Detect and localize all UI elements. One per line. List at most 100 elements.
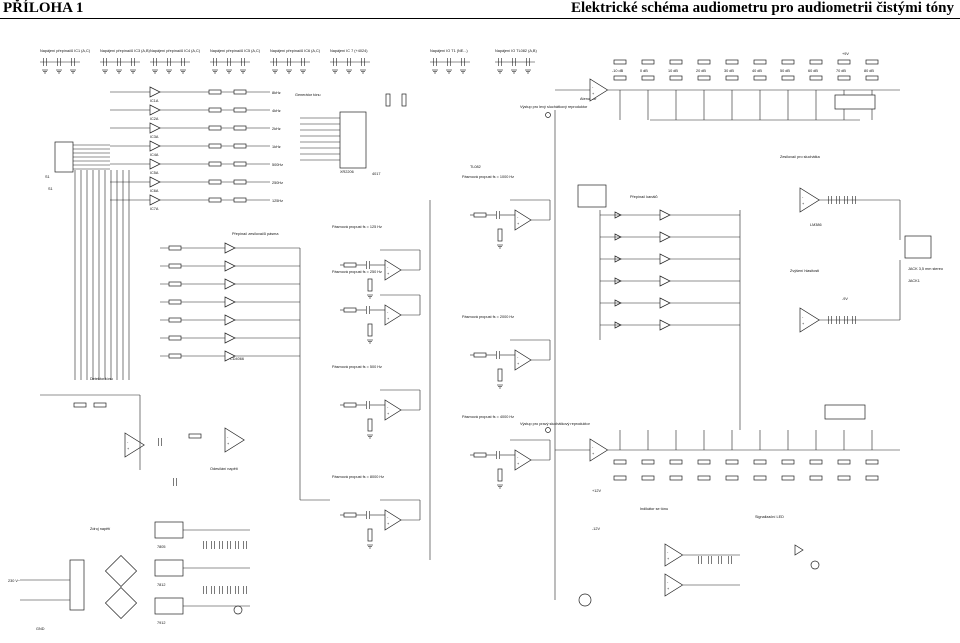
resistor: [168, 299, 182, 305]
misc-label: JACK1: [908, 279, 920, 283]
resistor: [697, 75, 711, 81]
filter-label: Pásmová propust fs = 250 Hz: [332, 270, 382, 274]
resistor: [865, 459, 879, 465]
atten-label: 30 dB: [724, 69, 734, 73]
header-right-title: Elektrické schéma audiometru pro audiome…: [570, 0, 954, 16]
resistor: [697, 59, 711, 65]
header-left-title: PŘÍLOHA 1: [3, 0, 84, 16]
filter-label: Pásmová propust fs = 125 Hz: [332, 225, 382, 229]
opamp-plus: +: [667, 557, 670, 561]
opamp-minus: -: [387, 515, 389, 519]
header-divider: [0, 18, 960, 19]
switch-ref: IC3A: [150, 135, 159, 139]
filter-label: Pásmová propust fs = 1000 Hz: [462, 175, 514, 179]
resistor: [613, 75, 627, 81]
resistor: [669, 59, 683, 65]
opamp-plus: +: [127, 447, 130, 451]
resistor: [343, 402, 357, 408]
resistor: [641, 75, 655, 81]
resistor: [208, 161, 222, 167]
resistor: [753, 475, 767, 481]
opamp-plus: +: [517, 462, 520, 466]
resistor: [73, 402, 87, 408]
opamp-plus: +: [517, 362, 520, 366]
resistor: [781, 475, 795, 481]
freq-label: 500Hz: [272, 163, 283, 167]
analog-switch: [224, 278, 236, 290]
resistor: [865, 475, 879, 481]
resistor: [168, 263, 182, 269]
resistor: [343, 307, 357, 313]
resistor: [233, 107, 247, 113]
supply-label: Napájení přepínačů IC6 (A,C): [270, 49, 321, 53]
analog-switch: [224, 242, 236, 254]
resistor: [753, 59, 767, 65]
resistor: [233, 161, 247, 167]
opamp-plus: +: [227, 442, 230, 446]
chip-label: 7812: [157, 583, 165, 587]
resistor: [168, 335, 182, 341]
resistor: [669, 75, 683, 81]
section-label: Odesílání napětí: [210, 467, 239, 471]
led-indicator: [233, 605, 243, 615]
rotary-switch: [54, 141, 74, 173]
resistor: [168, 353, 182, 359]
resistor: [837, 75, 851, 81]
resistor: [725, 75, 739, 81]
analog-switch: [149, 194, 161, 206]
supply-label: Napájení IC 7 (+4024): [330, 49, 368, 53]
opamp-plus: +: [592, 452, 595, 456]
section-label: Detektor tónu: [90, 377, 113, 381]
misc-label: +9V: [842, 52, 849, 56]
analog-switch: [224, 260, 236, 272]
resistor: [697, 459, 711, 465]
transformer: [69, 559, 85, 611]
attenuator-opamp: [589, 78, 609, 102]
freq-label: 4kHz: [272, 109, 281, 113]
resistor: [613, 459, 627, 465]
analog-switch: [149, 86, 161, 98]
resistor: [781, 59, 795, 65]
resistor: [641, 475, 655, 481]
resistor: [473, 212, 487, 218]
opamp-minus: -: [802, 315, 804, 319]
switch-ref: IC1A: [150, 99, 159, 103]
analog-switch: [659, 275, 671, 287]
filter-opamp: [384, 509, 402, 531]
resistor: [837, 59, 851, 65]
resistor: [809, 475, 823, 481]
resistor: [753, 459, 767, 465]
opamp-minus: -: [517, 455, 519, 459]
analog-switch: [224, 314, 236, 326]
atten-label: 40 dB: [752, 69, 762, 73]
resistor: [473, 452, 487, 458]
bridge-rectifier: [104, 586, 138, 620]
section-label: Přepínač zesilovačů pásma: [232, 232, 279, 236]
opamp-plus: +: [387, 317, 390, 321]
detector-opamp: [124, 432, 145, 458]
regulator-ic: [154, 597, 184, 615]
switch-ref: IC4A: [150, 153, 159, 157]
filter-label: Pásmová propust fs = 2000 Hz: [462, 315, 514, 319]
filter-label: Pásmová propust fs = 4000 Hz: [462, 415, 514, 419]
supply-label: Napájení přepínačů IC1 (A,C): [40, 49, 91, 53]
opamp-minus: -: [127, 440, 129, 444]
freq-label: 2kHz: [272, 127, 281, 131]
supply-label: Napájení IO T1 (NE...): [430, 49, 468, 53]
chip-label: LM386: [810, 223, 822, 227]
resistor: [725, 59, 739, 65]
atten-label: 80 dB: [864, 69, 874, 73]
resistor: [781, 459, 795, 465]
resistor: [208, 197, 222, 203]
analog-switch: [659, 209, 671, 221]
supply-label: Napájení přepínačů IC3 (A,B): [100, 49, 151, 53]
filter-opamp: [514, 209, 532, 231]
analog-switch: [149, 104, 161, 116]
resistor: [837, 475, 851, 481]
misc-label: -9V: [842, 297, 848, 301]
analog-switch: [659, 297, 671, 309]
headphone-amp: [799, 187, 820, 213]
supply-label: Napájení přepínačů IC4 (A,C): [150, 49, 201, 53]
resistor: [168, 317, 182, 323]
